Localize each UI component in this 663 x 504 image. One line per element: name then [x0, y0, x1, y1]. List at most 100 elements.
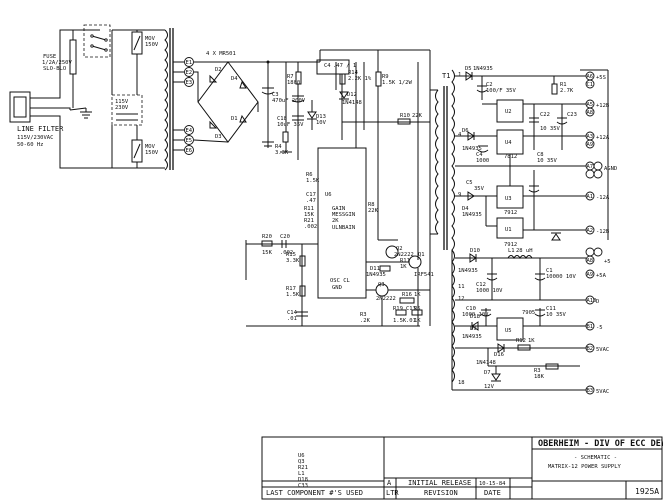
- u6-pin-gain: GAIN: [332, 206, 345, 212]
- lbl-c17: C17: [306, 192, 316, 198]
- line-filter: LINE FILTER 115V/230VAC 50-60 Hz: [9, 91, 64, 148]
- lbl-d10-val: 1N4935: [458, 268, 478, 274]
- rev-date: 10-15-84: [479, 481, 506, 487]
- u1-label: U1: [505, 227, 512, 233]
- lbl-r17-val: 1.5K: [286, 292, 300, 298]
- lbl-l1: L1: [508, 248, 515, 254]
- lbl-d4s-val: 1N4935: [462, 212, 482, 218]
- lbl-d11: D11: [370, 266, 380, 272]
- lbl-d18: D18: [470, 314, 480, 320]
- lbl-r14-val: 2.2K 1%: [348, 76, 372, 82]
- secondary-labels: D5 1N4935 C2 100/F 35V R1 2.7K C22 10 35…: [458, 66, 577, 390]
- out-pin-a6: A6: [587, 74, 594, 80]
- last-comp-r21: R21: [298, 465, 308, 471]
- company-name: OBERHEIM - DIV OF ECC DEV. CORP.: [538, 439, 663, 449]
- lbl-r10-val: 22K: [412, 113, 423, 119]
- pin-e4-label: E4: [186, 128, 193, 134]
- lbl-d12-val: 1N4148: [342, 100, 362, 106]
- pin-e3: [184, 77, 194, 87]
- bridge-label: 4 X MR501: [206, 51, 236, 57]
- last-comp-l1: L1: [298, 471, 305, 477]
- lbl-c1-val: 10000 10V: [546, 274, 576, 280]
- lbl-d9: D9: [470, 326, 477, 332]
- last-comp-c33: C33: [298, 483, 308, 489]
- lbl-c18: C18: [277, 116, 287, 122]
- lbl-r17: R17: [286, 286, 296, 292]
- lbl-q1-val: IRF541: [414, 272, 434, 278]
- lbl-c20-val: .002: [280, 250, 293, 256]
- lbl-d16-val: 1N4148: [476, 360, 496, 366]
- lbl-r14: R14: [348, 70, 359, 76]
- out-label-12a: +12A: [596, 135, 610, 141]
- out-label-5vac-b: 5VAC: [596, 389, 609, 395]
- last-component-label: LAST COMPONENT #'S USED: [266, 489, 363, 497]
- pin-e4: [184, 125, 194, 135]
- lbl-c5: C5: [466, 180, 473, 186]
- t1-pin-12: 12: [458, 296, 465, 302]
- line-filter-voltage: 115V/230VAC: [17, 135, 53, 141]
- lbl-d16: D16: [494, 352, 504, 358]
- lbl-r21: R21: [304, 218, 314, 224]
- lbl-c4s: C4: [476, 152, 483, 158]
- lbl-c3s-val: 35V: [474, 186, 485, 192]
- lbl-r19: R19: [393, 306, 403, 312]
- switch-115v: 115V: [115, 99, 129, 105]
- title-block: U6 Q3 R21 L1 D18 C33 LAST COMPONENT #'S …: [261, 436, 663, 500]
- lbl-d6-val: 1N4935: [462, 146, 482, 152]
- output-connector: A6 +5S C1 A5 +12B A8 A3 +12A A9 A7 AGND …: [580, 69, 617, 395]
- t1-pin-11: 11: [458, 284, 465, 290]
- out-label-5s: +5S: [596, 75, 606, 81]
- lbl-q3: Q3: [378, 282, 385, 288]
- u3-type: 7912: [504, 210, 517, 216]
- line-filter-frequency: 50-60 Hz: [17, 142, 44, 148]
- out-label-12b: +12B: [596, 103, 610, 109]
- u5-type: 7905: [522, 310, 535, 316]
- out-pin-a8b: A8: [587, 258, 594, 264]
- lbl-q2: Q2: [396, 246, 403, 252]
- lbl-r4-val: 3.3K: [275, 150, 289, 156]
- t1-pin-1: 1: [458, 72, 461, 78]
- secondary-circuit: U2 U4 7812 U3 7912 U1: [455, 71, 580, 382]
- u3-label: U3: [505, 196, 512, 202]
- lbl-c17-val: .47: [306, 198, 316, 204]
- primary-labels: C4 .47 / 1 R4 3.3K R7 1800 R14 2.2K 1% R…: [262, 63, 434, 324]
- header-ltr: LTR: [386, 489, 399, 497]
- input-wiring: [42, 29, 112, 169]
- voltage-switch: 115V 230V: [83, 24, 143, 126]
- mov-top-label: MOV: [145, 36, 156, 42]
- last-comp-d18: D18: [298, 477, 308, 483]
- lbl-l1-val: 28 uH: [516, 248, 533, 254]
- lbl-c22: C22: [540, 112, 550, 118]
- out-pin-a9a: A9: [587, 142, 594, 148]
- u4-label: U4: [505, 140, 512, 146]
- out-pin-a3: A3: [587, 134, 594, 140]
- lbl-r15: R15: [286, 252, 296, 258]
- drawing-subtitle: - SCHEMATIC -: [574, 455, 617, 461]
- out-pin-b1: B1: [587, 324, 594, 330]
- out-label-neg5: -5: [596, 325, 603, 331]
- mov-top: MOV 150V: [131, 31, 159, 55]
- out-pin-a5: A5: [587, 102, 594, 108]
- u6-pin-ulnbain: ULNBAIN: [332, 225, 355, 231]
- out-label-d: D: [596, 299, 599, 305]
- diode-d2: D2: [215, 67, 222, 73]
- pin-e6: [184, 145, 194, 155]
- out-label-agnd: AGND: [604, 166, 617, 172]
- pin-e5-label: E5: [186, 138, 193, 144]
- lbl-r3s-val: 18K: [534, 374, 545, 380]
- out-pin-b3: B3: [587, 388, 594, 394]
- lbl-c1: C1: [546, 268, 553, 274]
- out-label-5vac-a: 5VAC: [596, 347, 609, 353]
- out-pin-c1: C1: [587, 82, 594, 88]
- out-label-5a: +5A: [596, 273, 607, 279]
- lbl-d5-val: 1N4935: [473, 66, 493, 72]
- out-pin-a8a: A8: [587, 110, 594, 116]
- u6-pin-2k: 2K: [332, 218, 339, 224]
- lbl-r4: R4: [275, 144, 282, 150]
- out-pin-a2: A2: [587, 228, 594, 234]
- diode-d1: D1: [231, 116, 238, 122]
- lbl-d11-val: 1N4935: [366, 272, 386, 278]
- input-transformer: [111, 28, 174, 171]
- drawing-number: 1925A: [635, 487, 659, 496]
- diode-d4: D4: [231, 76, 238, 82]
